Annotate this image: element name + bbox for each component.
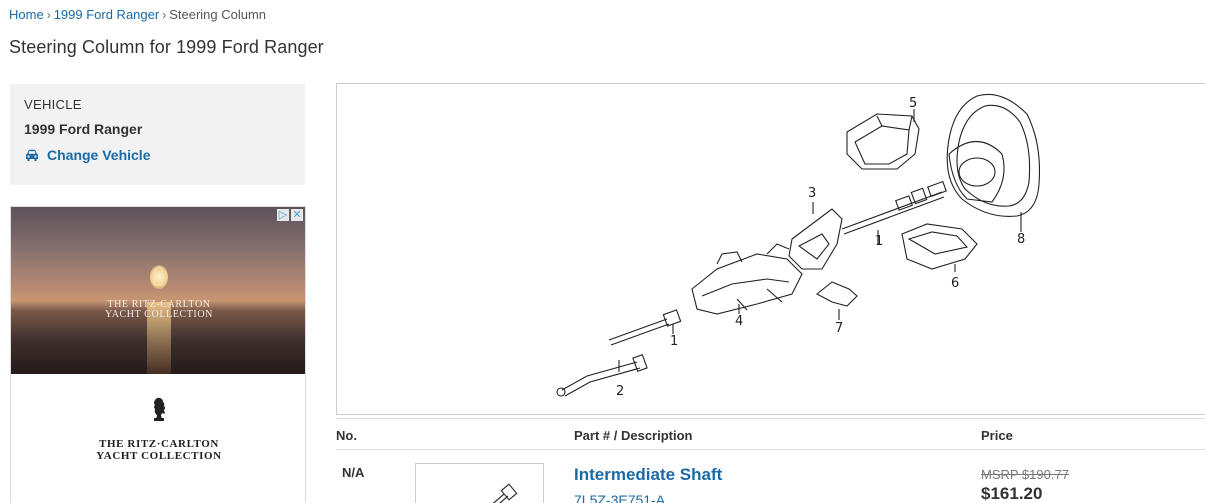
change-vehicle-link[interactable]: Change Vehicle <box>24 147 291 163</box>
callout-5: 5 <box>909 96 918 111</box>
car-icon <box>26 149 38 161</box>
column-part: Part # / Description <box>574 428 693 443</box>
part-name-link[interactable]: Intermediate Shaft <box>574 465 723 484</box>
vehicle-name: 1999 Ford Ranger <box>24 121 143 137</box>
callout-1-upper: 1 <box>875 234 884 249</box>
advertisement[interactable]: THE RITZ-CARLTON YACHT COLLECTION THE RI… <box>10 206 306 503</box>
ad-choices[interactable]: ▷ ✕ <box>277 209 303 221</box>
ad-brand-line-4: YACHT COLLECTION <box>96 450 222 462</box>
breadcrumb-separator: › <box>46 8 51 22</box>
steering-column-illustration <box>556 93 1040 397</box>
ad-brand-line-2: YACHT COLLECTION <box>104 309 214 320</box>
parts-table-header: No. Part # / Description Price <box>336 418 1205 450</box>
close-icon[interactable]: ✕ <box>291 209 303 221</box>
lion-logo-icon <box>154 266 164 286</box>
callout-3: 3 <box>808 186 817 201</box>
msrp-price: MSRP $190.77 <box>981 467 1069 482</box>
breadcrumb: Home›1999 Ford Ranger›Steering Column <box>9 7 266 22</box>
page-title: Steering Column for 1999 Ford Ranger <box>9 37 324 57</box>
sale-price: $161.20 <box>981 484 1043 503</box>
ad-brand-line-3: THE RITZ·CARLTON <box>99 438 219 450</box>
breadcrumb-vehicle[interactable]: 1999 Ford Ranger <box>53 7 160 22</box>
ad-logo-area: THE RITZ·CARLTON YACHT COLLECTION <box>11 374 305 503</box>
part-number-link[interactable]: 7L5Z-3E751-A <box>574 492 666 503</box>
column-no: No. <box>336 428 357 443</box>
ad-sunset-photo: THE RITZ-CARLTON YACHT COLLECTION <box>11 207 305 374</box>
part-thumbnail[interactable] <box>415 463 544 503</box>
shaft-thumbnail-icon <box>492 483 518 503</box>
callout-7: 7 <box>835 321 844 336</box>
column-price: Price <box>981 428 1013 443</box>
adchoices-icon[interactable]: ▷ <box>277 209 289 221</box>
vehicle-label: VEHICLE <box>24 97 82 112</box>
callout-6: 6 <box>951 276 960 291</box>
callout-8: 8 <box>1017 232 1026 247</box>
callout-4: 4 <box>735 314 744 329</box>
callout-2: 2 <box>616 384 625 399</box>
breadcrumb-current: Steering Column <box>169 7 267 22</box>
ad-sun-reflection <box>147 302 171 374</box>
ad-brand-line-1: THE RITZ-CARLTON <box>107 299 211 310</box>
breadcrumb-separator: › <box>162 8 167 22</box>
callout-1-lower: 1 <box>670 334 679 349</box>
change-vehicle-label: Change Vehicle <box>47 147 151 163</box>
row-number: N/A <box>342 465 365 480</box>
lion-crest-icon <box>154 397 165 421</box>
parts-diagram: 5 3 1 8 6 4 7 1 2 <box>336 83 1205 415</box>
breadcrumb-home[interactable]: Home <box>9 7 44 22</box>
table-row: N/A Intermediate Shaft 7L5Z-3E751-A MSRP… <box>336 451 1205 503</box>
vehicle-panel: VEHICLE 1999 Ford Ranger Change Vehicle <box>10 84 305 185</box>
